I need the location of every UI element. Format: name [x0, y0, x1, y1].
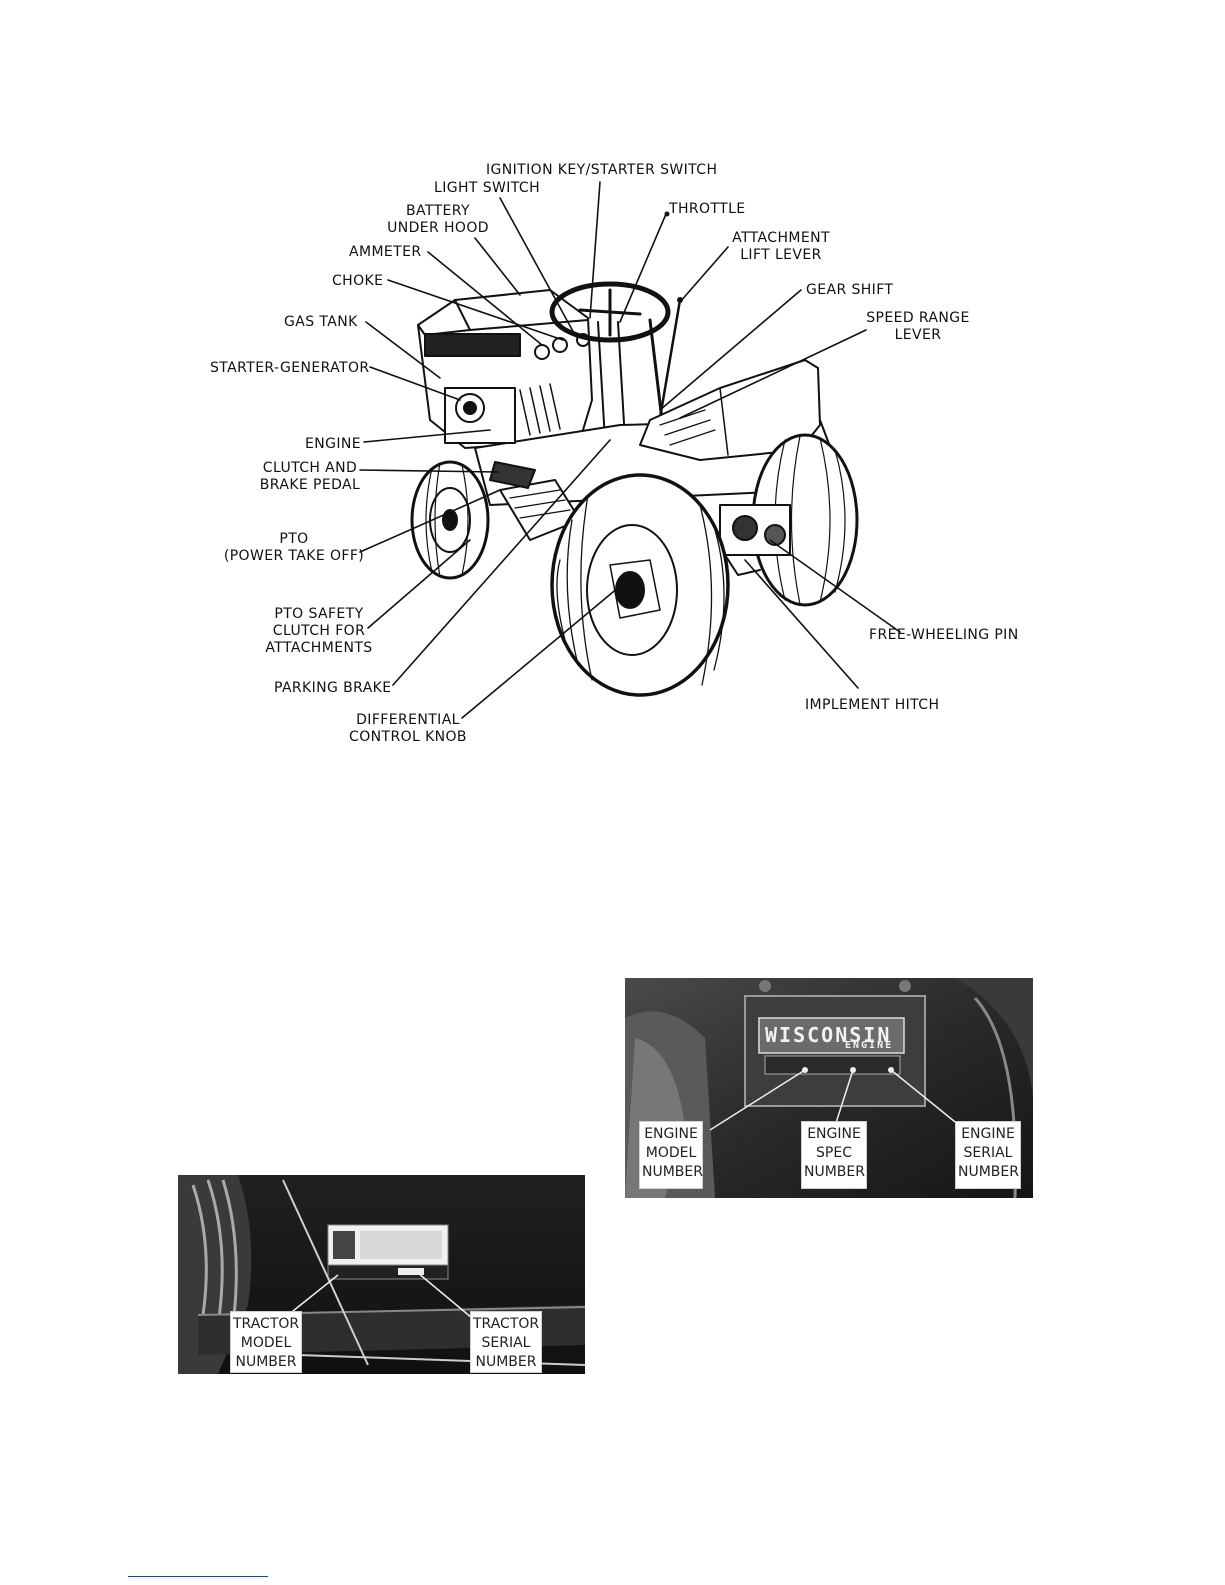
label-implement-hitch: IMPLEMENT HITCH — [805, 697, 940, 713]
steering-wheel — [549, 281, 671, 343]
label-ignition-key: IGNITION KEY/STARTER SWITCH — [486, 162, 718, 178]
engine-plate-brand: WISCONSIN — [765, 1023, 892, 1047]
label-engine: ENGINE — [305, 436, 362, 452]
label-choke: CHOKE — [332, 273, 384, 289]
tractor-diagram — [359, 181, 901, 719]
label-starter-generator: STARTER-GENERATOR — [210, 360, 370, 376]
label-light-switch: LIGHT SWITCH — [434, 180, 540, 196]
label-throttle: THROTTLE — [669, 201, 746, 217]
rear-left-wheel — [550, 473, 730, 697]
footnote-rule — [128, 1576, 268, 1577]
hood-nameplate — [424, 333, 521, 357]
label-ammeter: AMMETER — [349, 244, 422, 260]
label-free-wheeling-pin: FREE-WHEELING PIN — [869, 627, 1019, 643]
engine-plate-sub: ENGINE — [845, 1040, 894, 1051]
front-wheel — [410, 460, 490, 580]
label-gear-shift: GEAR SHIFT — [806, 282, 894, 298]
label-gas-tank: GAS TANK — [284, 314, 358, 330]
label-pto: PTO(POWER TAKE OFF) — [223, 531, 365, 564]
label-parking-brake: PARKING BRAKE — [274, 680, 392, 696]
engine-block — [444, 387, 516, 444]
seat — [639, 359, 821, 461]
